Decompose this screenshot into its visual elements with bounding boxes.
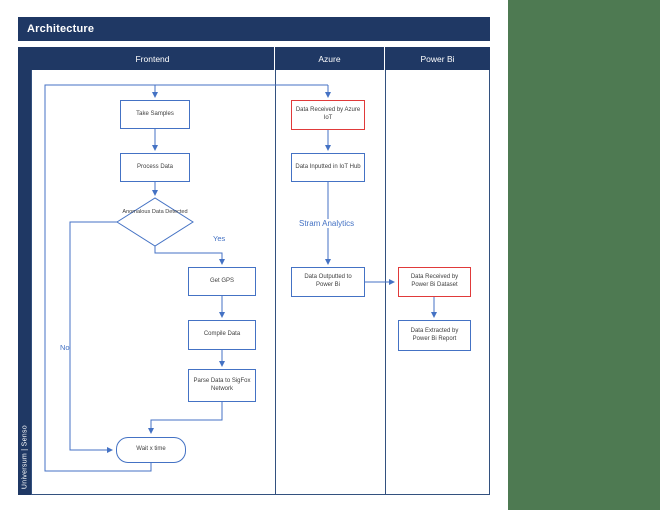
- lane-header-azure: Azure: [275, 47, 385, 70]
- node-anomalous-data-decision: Anomalous Data Detected: [122, 209, 188, 215]
- side-label-strip: Universum | Senso: [18, 47, 31, 495]
- edge-label-yes: Yes: [213, 234, 226, 243]
- node-take-samples: Take Samples: [120, 100, 190, 129]
- node-data-outputted-power-bi: Data Outputted to Power Bi: [291, 267, 365, 297]
- side-label-text: Universum | Senso: [21, 424, 28, 489]
- desktop-background-panel: [508, 0, 660, 510]
- node-get-gps: Get GPS: [188, 267, 256, 296]
- lane-header-frontend: Frontend: [31, 47, 275, 70]
- swimlane-headers: Frontend Azure Power Bi: [31, 47, 490, 70]
- stream-analytics-annotation: Stram Analytics: [296, 219, 358, 228]
- node-wait-x-time: Wait x time: [116, 437, 186, 463]
- node-data-inputted-iot-hub: Data Inputted in IoT Hub: [291, 153, 365, 182]
- node-parse-data-sigfox: Parse Data to SigFox Network: [188, 369, 256, 402]
- node-data-received-pbi-dataset: Data Received by Power Bi Dataset: [398, 267, 471, 297]
- lane-divider-azure-powerbi: [385, 70, 386, 495]
- node-data-received-azure-iot: Data Received by Azure IoT: [291, 100, 365, 130]
- node-process-data: Process Data: [120, 153, 190, 182]
- lane-divider-frontend-azure: [275, 70, 276, 495]
- diagram-title: Architecture: [18, 17, 490, 41]
- lane-header-powerbi: Power Bi: [385, 47, 490, 70]
- node-data-extracted-pbi-report: Data Extracted by Power Bi Report: [398, 320, 471, 351]
- swimlane-body-border: [31, 70, 490, 495]
- edge-label-no: No: [60, 343, 70, 352]
- node-compile-data: Compile Data: [188, 320, 256, 350]
